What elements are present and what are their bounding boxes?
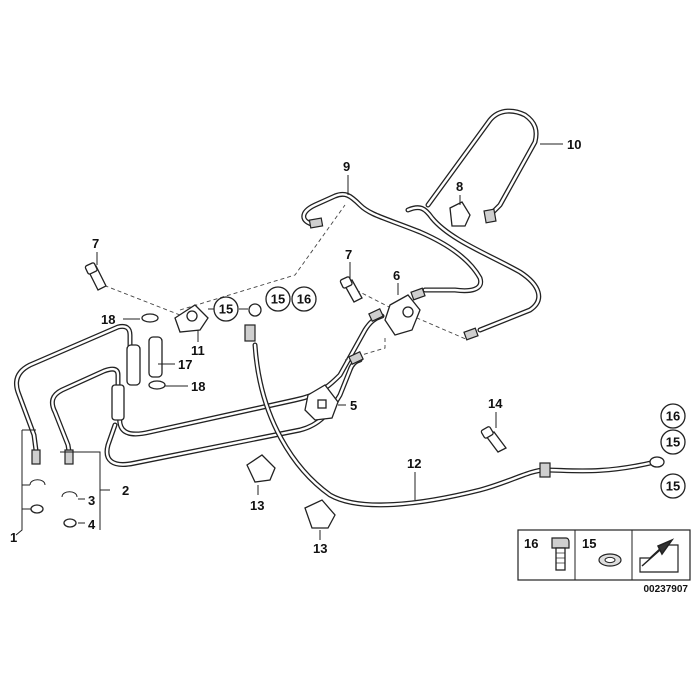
label-6: 6 [393,268,400,283]
label-18-bottom: 18 [191,379,205,394]
label-8: 8 [456,179,463,194]
label-2: 2 [122,483,129,498]
circled-label-16-a: 16 [297,292,311,307]
label-7-left: 7 [92,236,99,251]
label-7-right: 7 [345,247,352,262]
label-18-top: 18 [101,312,115,327]
pipe-group [14,108,658,508]
brake-pipe-10 [405,108,542,333]
brake-pipe-9 [301,191,484,294]
bracket-5 [304,384,339,421]
label-12: 12 [407,456,421,471]
label-14: 14 [488,396,503,411]
circled-label-15-c: 15 [666,435,680,450]
connector-8 [449,201,471,227]
brake-pipe-12 [252,342,658,508]
hollow-bolt-icon [551,537,570,571]
pipe-fittings [31,208,665,478]
circled-labels: 15 15 16 16 15 15 [213,286,686,499]
label-1: 1 [10,530,17,545]
label-17: 17 [178,357,192,372]
legend-box: 16 15 00237907 [517,529,691,595]
label-13-right: 13 [313,541,327,556]
legend-label-16: 16 [524,536,538,551]
label-4: 4 [88,517,96,532]
brake-pipe-left-inner [49,366,121,461]
reference-number: 00237907 [644,584,689,595]
label-11: 11 [191,343,205,358]
seal-ring-icon [598,553,622,567]
distributor-6 [384,294,421,336]
label-10: 10 [567,137,581,152]
label-5: 5 [350,398,357,413]
arrow-icon [639,538,679,573]
washers-3-4 [29,479,78,528]
brake-pipe-left-outer [14,323,133,461]
circled-label-16-b: 16 [666,409,680,424]
hollow-bolt-7 [84,262,363,303]
circled-label-15-d: 15 [666,479,680,494]
callout-labels: 1 2 3 4 5 6 7 7 8 9 10 11 12 13 13 14 17… [10,137,581,556]
clip-13 [246,454,336,529]
o-ring-18 [141,313,166,390]
label-9: 9 [343,159,350,174]
leader-lines [15,143,563,540]
fitting-11 [174,304,209,333]
seal-sleeve-17 [111,336,163,421]
legend-label-15: 15 [582,536,596,551]
label-3: 3 [88,493,95,508]
circled-label-15-a: 15 [219,302,233,317]
circled-label-15-b: 15 [271,292,285,307]
bolt-14 [480,426,507,453]
label-13-left: 13 [250,498,264,513]
